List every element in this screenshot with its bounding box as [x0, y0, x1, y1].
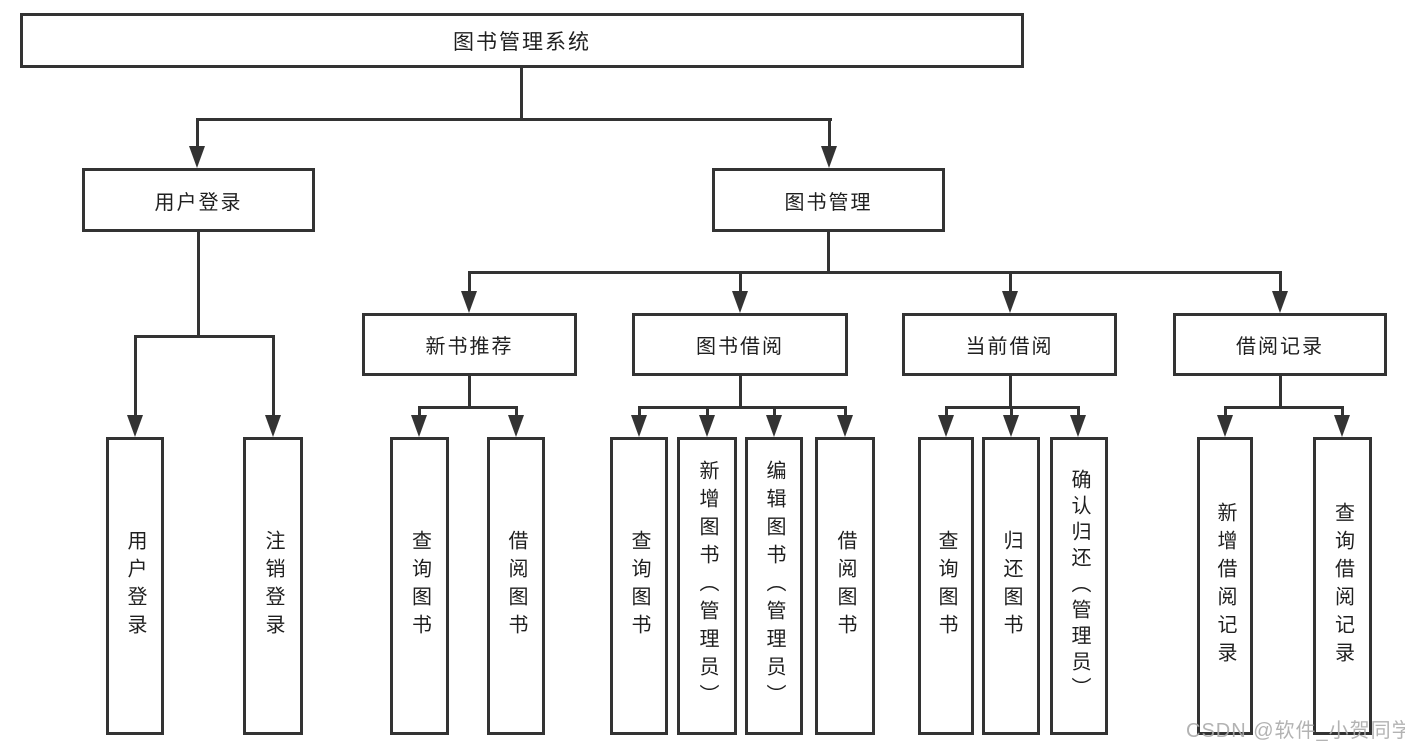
- leaf-query-books-recommend: 查询图书: [390, 437, 449, 735]
- connector-to-leaf-logout: [272, 335, 275, 427]
- arrowhead-leaf-login: [127, 415, 143, 437]
- connector-groupB-rail: [418, 406, 518, 409]
- node-borrowing-records: 借阅记录: [1173, 313, 1387, 376]
- arrowhead-groupC-a2: [699, 415, 715, 437]
- connector-groupE-rail: [1224, 406, 1344, 409]
- connector-to-book-management: [828, 118, 831, 158]
- leaf-add-borrow-record: 新增借阅记录: [1197, 437, 1253, 735]
- csdn-watermark: CSDN @软件_小贺同学: [1186, 720, 1405, 742]
- arrowhead-groupD-a1: [938, 415, 954, 437]
- node-user-login: 用户登录: [82, 168, 315, 232]
- connector-user-login-stub: [197, 232, 200, 337]
- arrowhead-user-login: [189, 146, 205, 168]
- leaf-borrow-books: 借阅图书: [815, 437, 875, 735]
- leaf-add-books-admin: 新增图书（管理员）: [677, 437, 737, 735]
- connector-to-borrow-records: [1279, 271, 1282, 301]
- arrowhead-groupC-a3: [766, 415, 782, 437]
- node-book-management: 图书管理: [712, 168, 945, 232]
- arrowhead-current-borrow: [1002, 291, 1018, 313]
- arrowhead-leaf-logout: [265, 415, 281, 437]
- leaf-borrow-books-recommend: 借阅图书: [487, 437, 545, 735]
- connector-groupC-stub: [739, 376, 742, 409]
- connector-groupE-stub: [1279, 376, 1282, 409]
- connector-root-stub: [520, 68, 523, 121]
- arrowhead-groupE-a2: [1334, 415, 1350, 437]
- leaf-logout: 注销登录: [243, 437, 303, 735]
- arrowhead-groupC-a1: [631, 415, 647, 437]
- connector-to-leaf-login: [134, 335, 137, 427]
- arrowhead-groupB-a1: [411, 415, 427, 437]
- connector-level2-rail: [196, 118, 832, 121]
- leaf-user-login: 用户登录: [106, 437, 164, 735]
- leaf-return-books: 归还图书: [982, 437, 1040, 735]
- connector-user-login-rail: [134, 335, 275, 338]
- node-book-borrowing: 图书借阅: [632, 313, 848, 376]
- leaf-query-books-current: 查询图书: [918, 437, 974, 735]
- connector-book-mgmt-stub: [827, 232, 830, 274]
- connector-to-user-login: [196, 118, 199, 158]
- leaf-query-borrow-record: 查询借阅记录: [1313, 437, 1372, 735]
- arrowhead-groupD-a2: [1003, 415, 1019, 437]
- connector-groupB-stub: [468, 376, 471, 409]
- connector-groupD-stub: [1009, 376, 1012, 409]
- node-library-management-system: 图书管理系统: [20, 13, 1024, 68]
- leaf-edit-books-admin: 编辑图书（管理员）: [745, 437, 803, 735]
- connector-to-new-book: [468, 271, 471, 301]
- connector-level3-rail: [468, 271, 1281, 274]
- connector-groupC-rail: [638, 406, 846, 409]
- arrowhead-book-borrow: [732, 291, 748, 313]
- arrowhead-groupC-a4: [837, 415, 853, 437]
- connector-to-current-borrow: [1009, 271, 1012, 301]
- arrowhead-groupB-a2: [508, 415, 524, 437]
- arrowhead-groupE-a1: [1217, 415, 1233, 437]
- node-current-borrowing: 当前借阅: [902, 313, 1117, 376]
- arrowhead-book-management: [821, 146, 837, 168]
- leaf-query-books-borrow: 查询图书: [610, 437, 668, 735]
- arrowhead-borrow-records: [1272, 291, 1288, 313]
- node-new-book-recommend: 新书推荐: [362, 313, 577, 376]
- arrowhead-groupD-a3: [1070, 415, 1086, 437]
- connector-to-book-borrow: [739, 271, 742, 301]
- leaf-confirm-return-admin: 确认归还（管理员）: [1050, 437, 1108, 735]
- arrowhead-new-book: [461, 291, 477, 313]
